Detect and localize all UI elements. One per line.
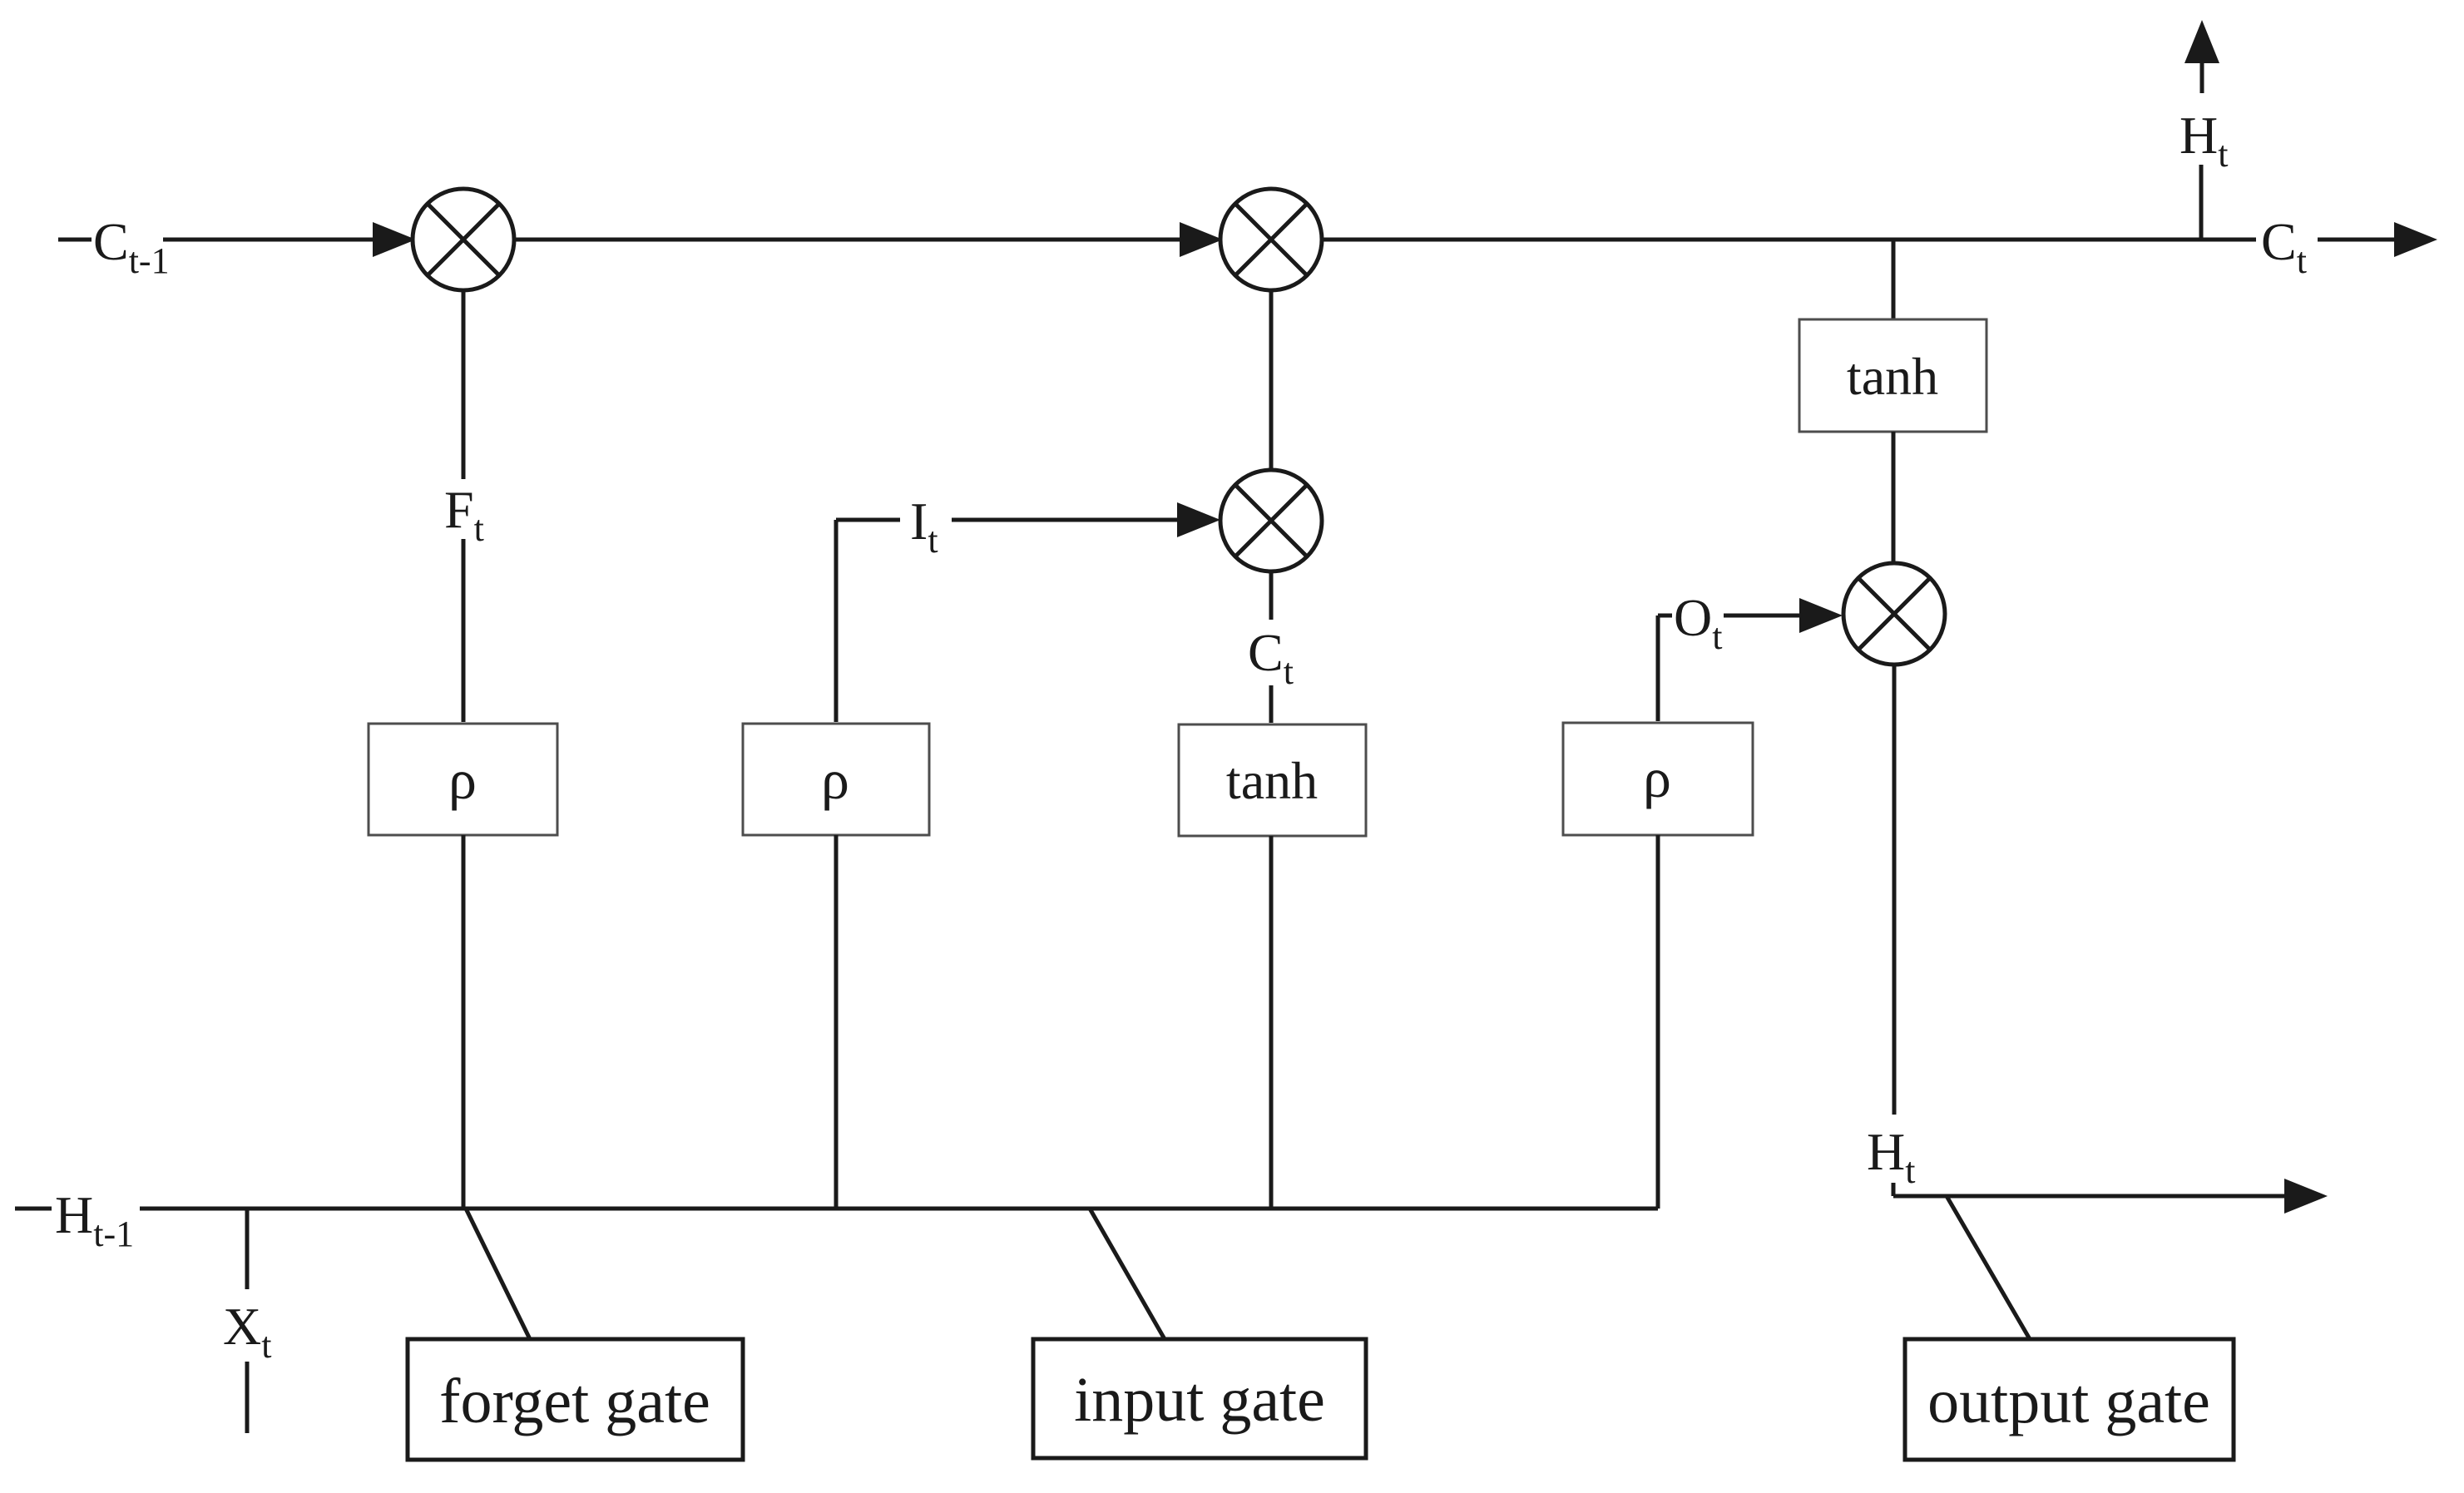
forget-gate-callout-line xyxy=(463,1207,532,1341)
x-input-label: Xt xyxy=(223,1297,271,1366)
arrowhead-into-forget-multiply xyxy=(373,222,416,257)
output-gate-label: output gate xyxy=(1927,1367,2210,1436)
forget-gate-label: forget gate xyxy=(439,1367,710,1436)
arrowhead-into-input-multiply xyxy=(1180,222,1223,257)
c-candidate-label: Ct xyxy=(1248,623,1294,692)
o-signal-label: Ot xyxy=(1674,588,1722,657)
h-out-bottom-label: Ht xyxy=(1867,1122,1915,1191)
candidate-multiply-cross-2 xyxy=(1234,483,1309,558)
output-multiply-cross-2 xyxy=(1857,576,1932,651)
forget-multiply-cross-2 xyxy=(426,202,501,277)
input-gate-label: input gate xyxy=(1074,1365,1325,1435)
f-signal-label: Ft xyxy=(444,480,484,549)
candidate-activation-label: tanh xyxy=(1226,751,1318,810)
input-activation-box xyxy=(741,722,931,837)
output-gate-callout-line xyxy=(1944,1194,2032,1341)
h-out-top-label: Ht xyxy=(2180,106,2228,175)
forget-gate-box xyxy=(405,1337,745,1462)
input-gate-callout-line xyxy=(1087,1207,1167,1341)
output-gate-box xyxy=(1902,1337,2236,1462)
input-gate-box xyxy=(1031,1337,1368,1461)
output-activation-box xyxy=(1561,721,1754,837)
arrowhead-hidden-out xyxy=(2284,1179,2328,1214)
cell-merge-cross-2 xyxy=(1234,202,1309,277)
c-out-label: Ct xyxy=(2261,212,2307,281)
h-prev-label: Ht-1 xyxy=(55,1185,134,1254)
input-activation-label: ρ xyxy=(821,748,849,811)
arrowhead-hidden-top xyxy=(2184,20,2219,63)
forget-activation-label: ρ xyxy=(448,748,477,811)
arrowhead-cell-output xyxy=(2394,222,2437,257)
forget-activation-box xyxy=(367,722,559,837)
cell-output-activation-label: tanh xyxy=(1847,347,1938,406)
i-signal-label: It xyxy=(910,492,938,561)
arrowhead-into-output-multiply xyxy=(1799,598,1843,633)
cell-output-activation-box xyxy=(1798,318,1988,433)
output-activation-label: ρ xyxy=(1643,746,1671,809)
arrowhead-into-candidate-multiply xyxy=(1177,502,1220,537)
c-prev-label: Ct-1 xyxy=(93,212,170,281)
